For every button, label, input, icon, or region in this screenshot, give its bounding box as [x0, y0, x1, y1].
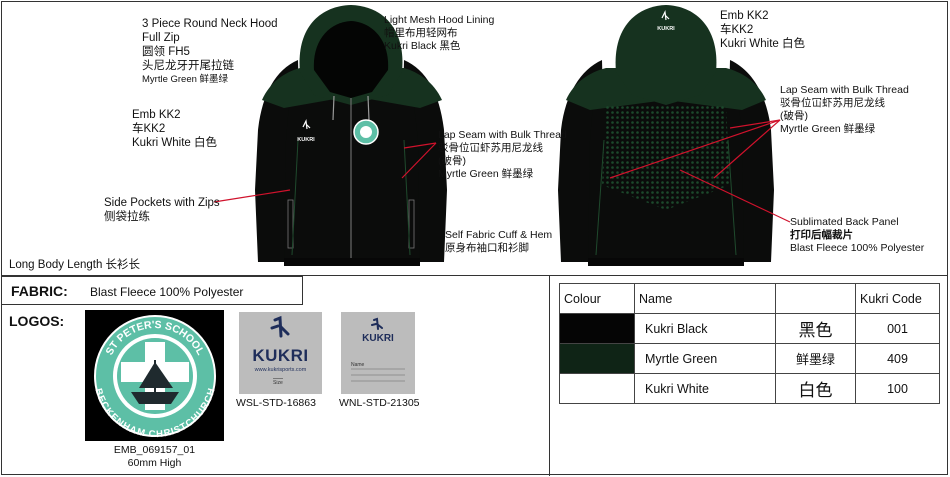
size-label-brand: KUKRI [252, 346, 309, 365]
school-badge: ST PETER'S SCHOOL BECKENHAM CHRISTCHURCH [85, 310, 224, 441]
hood-label-line5: Myrtle Green 鲜墨绿 [142, 74, 229, 85]
back-emb-line2: 车KK2 [720, 24, 754, 36]
body-length-label: Long Body Length 长衫长 [9, 259, 141, 271]
name-label-brand: KUKRI [362, 333, 394, 344]
name-label-name: Name [351, 362, 365, 368]
colour-swatch [559, 343, 635, 374]
colour-code: 001 [855, 313, 940, 344]
colour-chinese: 黑色 [775, 313, 856, 344]
size-label-code: WSL-STD-16863 [236, 397, 316, 409]
front-emb-line1: Emb KK2 [132, 109, 181, 121]
colour-code: 409 [855, 343, 940, 374]
fabric-value: Blast Fleece 100% Polyester [90, 285, 244, 299]
colour-table: Colour Name Kukri Code Kukri Black 黑色 00… [559, 283, 940, 404]
colour-swatch [559, 373, 635, 404]
back-lap-line1: Lap Seam with Bulk Thread [780, 84, 909, 96]
table-row: Myrtle Green 鲜墨绿 409 [559, 343, 940, 374]
cuff-label-line2: 原身布袖口和衫脚 [445, 242, 529, 254]
size-label-size: Size [273, 378, 283, 386]
back-lap-line3: (破骨) [780, 110, 808, 122]
back-logo-text: KUKRI [657, 26, 675, 32]
front-lap-line4: Myrtle Green 鲜墨绿 [438, 168, 534, 180]
back-panel-line3: Blast Fleece 100% Polyester [790, 242, 925, 254]
table-row: Kukri White 白色 100 [559, 373, 940, 404]
mesh-label-line1: Light Mesh Hood Lining [384, 14, 495, 26]
front-emb-line2: 车KK2 [132, 123, 166, 135]
back-emb-line1: Emb KK2 [720, 10, 769, 22]
size-label-url: www.kukrisports.com [254, 367, 307, 373]
vertical-divider [549, 275, 550, 476]
fabric-title: FABRIC: [11, 283, 68, 299]
header-name: Name [634, 283, 776, 314]
back-panel-label: Sublimated Back Panel 打印后幅裁片 Blast Fleec… [790, 216, 924, 255]
horizontal-divider [1, 275, 948, 276]
name-label-code: WNL-STD-21305 [339, 397, 420, 409]
colour-name: Myrtle Green [634, 343, 776, 374]
hood-label-line4: 头尼龙牙开尾拉链 [142, 60, 234, 72]
fabric-box: FABRIC: Blast Fleece 100% Polyester [1, 276, 303, 305]
front-emb-line3: Kukri White 白色 [132, 137, 217, 149]
front-lap-line3: (破骨) [438, 155, 466, 167]
mesh-label: Light Mesh Hood Lining 帽里布用轻网布 Kukri Bla… [384, 14, 494, 53]
garment-illustrations: KUKRI KUKRI [213, 5, 791, 266]
front-lap-line1: Lap Seam with Bulk Thread [438, 129, 567, 141]
kukri-mark-icon [270, 315, 290, 338]
colour-name: Kukri Black [634, 313, 776, 344]
callout-lines [213, 119, 791, 223]
emb-size: 60mm High [127, 457, 182, 469]
pockets-label: Side Pockets with Zips 侧袋拉练 [104, 196, 220, 224]
back-emb-line3: Kukri White 白色 [720, 38, 805, 50]
header-chinese [775, 283, 856, 314]
header-code: Kukri Code [855, 283, 940, 314]
school-badge-graphic: ST PETER'S SCHOOL BECKENHAM CHRISTCHURCH [92, 315, 218, 440]
back-emb-label: Emb KK2 车KK2 Kukri White 白色 [720, 9, 805, 51]
front-logo-text: KUKRI [297, 137, 315, 143]
pockets-label-line2: 侧袋拉练 [104, 211, 150, 223]
mesh-label-line2: 帽里布用轻网布 [384, 27, 458, 39]
kukri-mark-small-icon [351, 317, 405, 382]
hood-label-line1: 3 Piece Round Neck Hood [142, 18, 278, 30]
back-lap-line4: Myrtle Green 鲜墨绿 [780, 123, 876, 135]
header-colour: Colour [559, 283, 635, 314]
colour-table-header: Colour Name Kukri Code [559, 283, 940, 314]
front-emb-label: Emb KK2 车KK2 Kukri White 白色 [132, 108, 217, 150]
emb-caption: EMB_069157_01 60mm High [85, 444, 224, 470]
back-lap-label: Lap Seam with Bulk Thread 驳骨位冚虾苏用尼龙线 (破骨… [780, 84, 909, 136]
front-lap-line2: 驳骨位冚虾苏用尼龙线 [438, 142, 543, 154]
name-label-tile: KUKRI Name [341, 312, 415, 394]
hood-label: 3 Piece Round Neck Hood Full Zip 圆领 FH5 … [142, 17, 278, 87]
colour-chinese: 白色 [775, 373, 856, 404]
back-hoodie: KUKRI [558, 5, 774, 266]
cuff-label: Self Fabric Cuff & Hem 原身布袖口和衫脚 [445, 229, 552, 255]
front-lap-label: Lap Seam with Bulk Thread 驳骨位冚虾苏用尼龙线 (破骨… [438, 129, 567, 181]
size-label-tile: KUKRI www.kukrisports.com Size [239, 312, 322, 394]
back-lap-line2: 驳骨位冚虾苏用尼龙线 [780, 97, 885, 109]
emb-code: EMB_069157_01 [113, 444, 196, 456]
cuff-label-line1: Self Fabric Cuff & Hem [445, 229, 553, 241]
logos-title: LOGOS: [9, 313, 65, 329]
back-panel-line1: Sublimated Back Panel [790, 216, 899, 228]
pockets-label-line1: Side Pockets with Zips [104, 197, 220, 209]
colour-code: 100 [855, 373, 940, 404]
colour-swatch [559, 313, 635, 344]
mesh-label-line3: Kukri Black 黑色 [384, 40, 461, 52]
hood-label-line3: 圆领 FH5 [142, 46, 190, 58]
table-row: Kukri Black 黑色 001 [559, 313, 940, 344]
colour-name: Kukri White [634, 373, 776, 404]
back-panel-line2: 打印后幅裁片 [790, 229, 853, 241]
front-hoodie: KUKRI [255, 5, 447, 266]
colour-chinese: 鲜墨绿 [775, 343, 856, 374]
hood-label-line2: Full Zip [142, 32, 180, 44]
